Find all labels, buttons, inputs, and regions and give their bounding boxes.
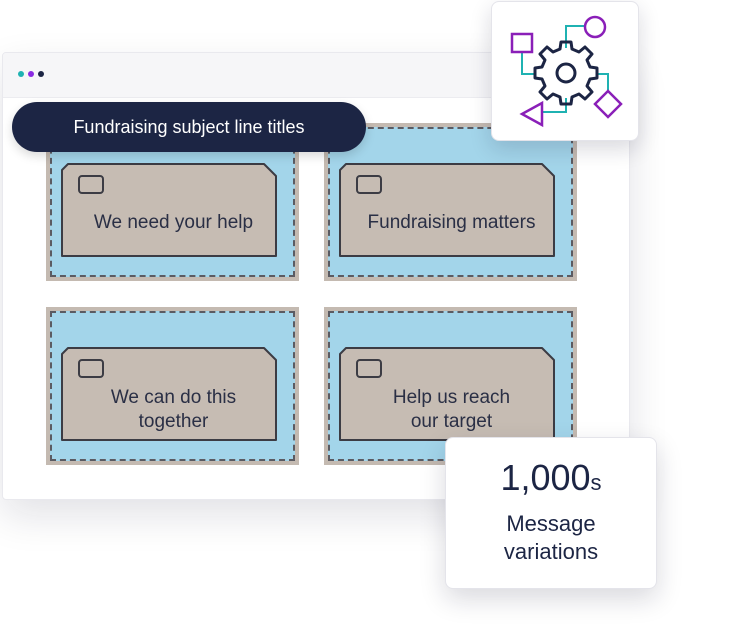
window-dots — [18, 71, 44, 77]
subject-line-card: We can do this together — [46, 307, 299, 465]
diamond-shape-icon — [593, 89, 623, 119]
gear-workflow-icon — [510, 15, 623, 128]
card-text-line: Help us reach — [392, 387, 511, 408]
pill-label: Fundraising subject line titles — [73, 116, 305, 137]
stat-label-line: Message — [506, 511, 596, 536]
subject-line-card: Fundraising matters — [324, 123, 577, 281]
tag-hole-icon — [356, 175, 382, 194]
card-text: Fundraising matters — [344, 211, 559, 235]
triangle-shape-icon — [519, 100, 544, 128]
card-text: We can do this together — [66, 386, 281, 434]
stat-number: 1,000s — [446, 456, 656, 505]
card-text-line: We need your help — [93, 212, 254, 233]
workflow-box — [491, 1, 639, 141]
tag-hole-icon — [78, 175, 104, 194]
card-text: Help us reach our target — [344, 386, 559, 434]
stat-label-line: variations — [503, 539, 599, 564]
message-variations-stat: 1,000s Message variations — [445, 437, 657, 589]
card-text-line: We can do this — [110, 387, 237, 408]
stat-number-suffix: s — [590, 470, 602, 495]
card-text-line: our target — [410, 411, 493, 432]
tag-shape — [339, 163, 555, 257]
circle-shape-icon — [583, 15, 607, 39]
tag-hole-icon — [356, 359, 382, 378]
square-shape-icon — [510, 32, 534, 54]
window-dot-purple — [28, 71, 34, 77]
gear-icon — [533, 40, 599, 106]
card-text: We need your help — [66, 211, 281, 235]
window-dot-navy — [38, 71, 44, 77]
subject-lines-pill: Fundraising subject line titles — [12, 102, 366, 152]
window-dot-teal — [18, 71, 24, 77]
tag-hole-icon — [78, 359, 104, 378]
card-text-line: Fundraising matters — [367, 212, 536, 233]
card-text-line: together — [138, 411, 209, 432]
tag-shape — [61, 347, 277, 441]
stat-label: Message variations — [446, 510, 656, 566]
stat-number-value: 1,000 — [500, 457, 591, 498]
tag-shape — [61, 163, 277, 257]
